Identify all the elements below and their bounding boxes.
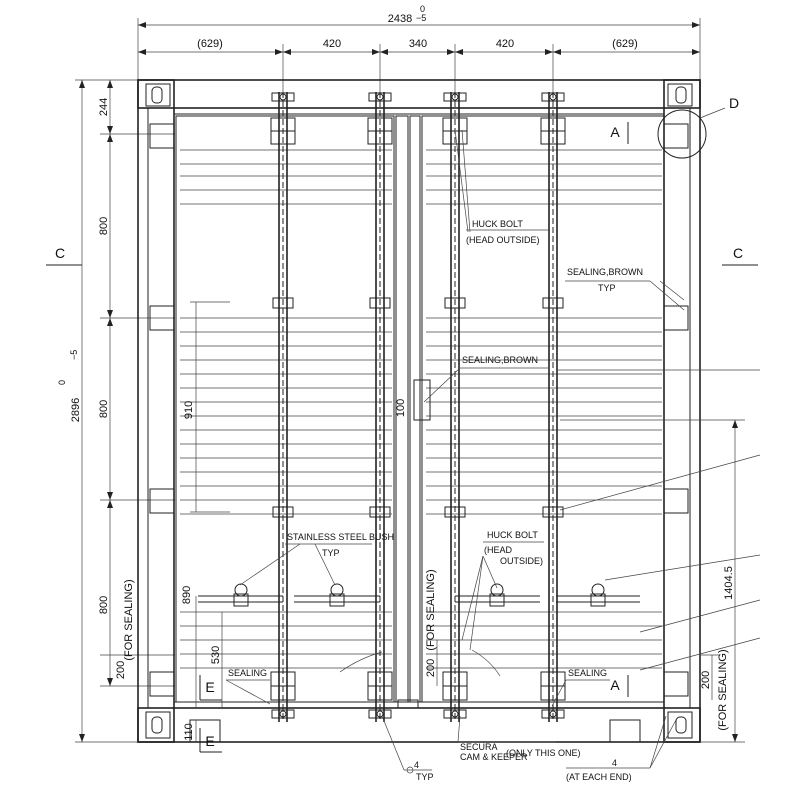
section-a-bottom: A: [610, 677, 620, 693]
stainless-bush-line1: STAINLESS STEEL BUSH: [287, 532, 394, 542]
cam-height-dimension: 890: [181, 586, 193, 604]
section-e-markers: E E: [199, 675, 222, 753]
stainless-bush-line2: TYP: [322, 548, 340, 558]
overall-height-dimension: 2896: [70, 398, 82, 422]
center-seal-strip: [395, 115, 421, 709]
handle-3: [455, 583, 540, 607]
callouts: HUCK BOLT (HEAD OUTSIDE) SEALING,BROWN T…: [225, 129, 685, 782]
section-c-right: C: [733, 245, 743, 261]
right-door-leaf: [421, 115, 665, 703]
overall-width-tolerance-top: 0: [420, 4, 425, 14]
section-a-top: A: [610, 124, 620, 140]
spacing-dimension-3: 340: [409, 38, 427, 50]
interior-dimensions: 910 890 530 110 200 (FOR SEALING) 100: [181, 301, 438, 742]
overall-width-dimension: 2438: [388, 13, 412, 25]
sealing-brown-typ-line1: SEALING,BROWN: [567, 267, 643, 277]
sealing-left: SEALING: [228, 668, 267, 678]
locking-rods: [278, 92, 558, 722]
left-dimensions: 2896 0 −5 244 800 800 800 200 (FOR SEALI…: [46, 79, 175, 743]
secura-line3: (ONLY THIS ONE): [506, 748, 581, 758]
bar-spacing-dimension: 910: [183, 401, 195, 419]
sealing-brown-center: SEALING,BROWN: [462, 355, 538, 365]
seal-gap-dimension: 100: [395, 399, 407, 417]
secura-line1: SECURA: [460, 742, 498, 752]
right-span-dimension: 1404.5: [723, 566, 735, 600]
left-spacing-1: 244: [98, 98, 110, 116]
left-spacing-4: 800: [98, 596, 110, 614]
top-dimensions: 2438 0 −5 (629) 420 340 420 (629): [137, 4, 701, 95]
section-c-left: C: [55, 245, 65, 261]
weld-typ-number: 4: [414, 760, 419, 770]
door-frame: [137, 79, 701, 743]
left-spacing-5: 200: [115, 661, 127, 679]
rod-keepers: [270, 92, 566, 719]
huck-bolt-low-line2: (HEAD: [484, 545, 513, 555]
handle-4: [556, 583, 640, 607]
spacing-dimension-1: (629): [197, 38, 223, 50]
locking-rod-1: [278, 92, 288, 722]
spacing-dimension-5: (629): [612, 38, 638, 50]
for-sealing-left: (FOR SEALING): [123, 579, 135, 660]
overall-height-tolerance-bottom: −5: [69, 350, 79, 360]
locking-rod-3: [450, 92, 460, 722]
huck-bolt-top-line2: (HEAD OUTSIDE): [466, 235, 540, 245]
detail-e-lower: E: [205, 733, 214, 749]
huck-bolt-low-line3: OUTSIDE): [500, 556, 543, 566]
locking-rod-2: [375, 92, 385, 722]
right-seal-dimension: 200: [700, 671, 712, 689]
detail-e-upper: E: [205, 679, 214, 695]
left-door-leaf: [175, 115, 395, 703]
sealing-brown-typ-line2: TYP: [598, 283, 616, 293]
handle-1: [198, 583, 283, 607]
handle-2: [294, 583, 380, 607]
weld-each-number: 4: [612, 758, 617, 768]
locking-rod-4: [548, 92, 558, 722]
cam-low-dimension: 530: [210, 646, 222, 664]
overall-height-tolerance-top: 0: [57, 380, 67, 385]
bottom-offset-dimension: 110: [183, 723, 195, 741]
detail-d-label: D: [729, 95, 739, 111]
overall-width-tolerance-bottom: −5: [416, 13, 426, 23]
weld-typ-label: TYP: [416, 772, 434, 782]
for-sealing-right: (FOR SEALING): [717, 649, 729, 730]
huck-bolt-low-line1: HUCK BOLT: [487, 530, 538, 540]
section-a-markers: A A: [610, 122, 629, 697]
door-handles: [198, 583, 640, 677]
secura-line2: CAM & KEEPER: [460, 752, 528, 762]
spacing-dimension-2: 420: [323, 38, 341, 50]
sealing-right: SEALING: [568, 668, 607, 678]
spacing-dimension-4: 420: [496, 38, 514, 50]
left-spacing-3: 800: [98, 400, 110, 418]
right-dimensions: 1404.5 200 (FOR SEALING) C D: [556, 95, 761, 743]
for-sealing-mid: (FOR SEALING): [425, 569, 437, 650]
weld-each-label: (AT EACH END): [566, 772, 632, 782]
huck-bolt-top-line1: HUCK BOLT: [472, 219, 523, 229]
left-spacing-2: 800: [98, 217, 110, 235]
center-seal-dimension: 200: [425, 659, 437, 677]
